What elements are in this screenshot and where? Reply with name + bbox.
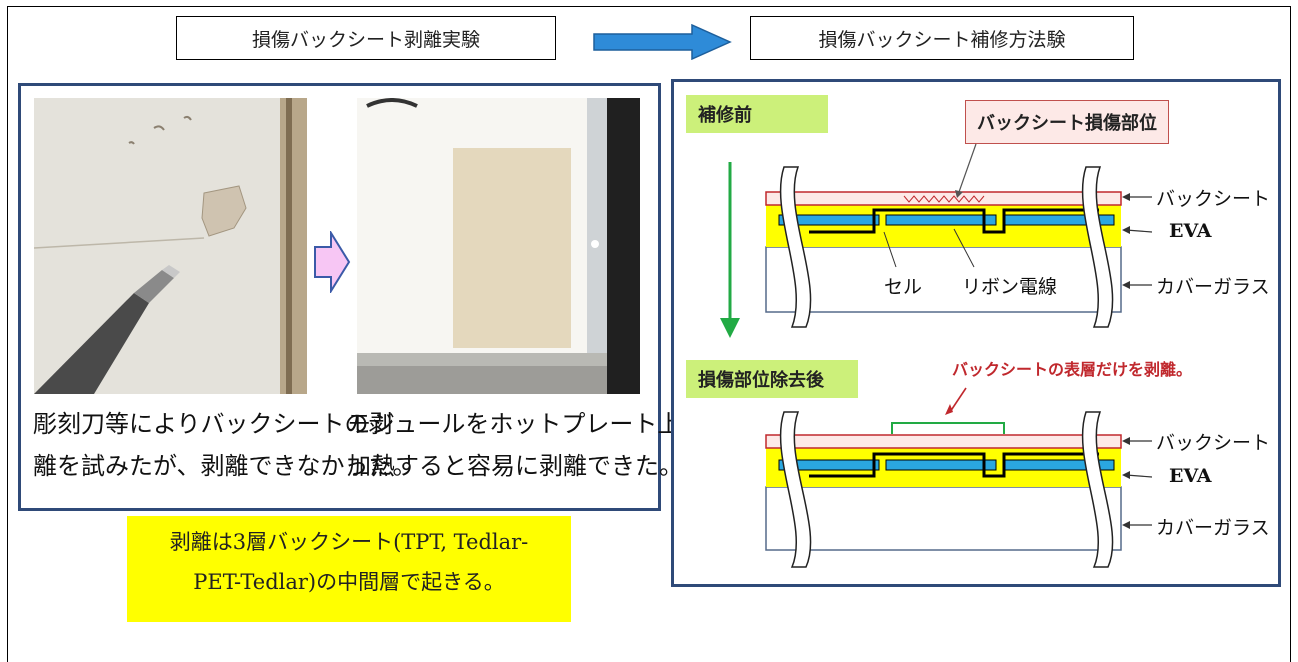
before-repair-label: 補修前 — [686, 95, 828, 133]
cross-section-before — [765, 143, 1153, 328]
outer-frame — [7, 6, 1291, 662]
ribbon-label: リボン電線 — [962, 276, 1058, 298]
delamination-note: 剥離は3層バックシート(TPT, Tedlar- PET-Tedlar)の中間層… — [127, 516, 571, 622]
pink-arrow-icon — [314, 231, 351, 293]
right-title: 損傷バックシート補修方法験 — [750, 16, 1134, 60]
photo-engraving-knife — [34, 98, 307, 394]
repair-method-panel: 補修前 バックシート損傷部位 損傷部位除去後 バックシートの表層だけを剥離。 — [671, 79, 1281, 587]
layer-label-backsheet-top: バックシート — [1156, 188, 1271, 210]
right-arrow-icon — [593, 24, 732, 60]
after-removal-note: バックシートの表層だけを剥離。 — [952, 360, 1193, 379]
note-line2: PET-Tedlar)の中間層で起きる。 — [193, 570, 505, 594]
note-line1: 剥離は3層バックシート(TPT, Tedlar- — [169, 530, 529, 554]
photo-hotplate — [357, 98, 640, 394]
layer-label-eva-bottom: EVA — [1169, 465, 1212, 487]
layer-label-glass-top: カバーガラス — [1156, 276, 1270, 298]
caption-right-line1: モジュールをホットプレート上で — [347, 410, 706, 438]
caption-right-line2: 加熱すると容易に剥離できた。 — [347, 452, 683, 480]
damage-site-label: バックシート損傷部位 — [965, 100, 1169, 144]
layer-label-glass-bottom: カバーガラス — [1156, 517, 1270, 539]
left-experiment-panel: 彫刻刀等によりバックシートの剥 離を試みたが、剥離できなかった。 モジュールをホ… — [18, 83, 705, 511]
layer-label-eva-top: EVA — [1169, 220, 1212, 242]
module-cross-section-diagram — [720, 143, 1153, 568]
left-title: 損傷バックシート剥離実験 — [176, 16, 556, 60]
cell-label: セル — [884, 276, 923, 298]
after-removal-label: 損傷部位除去後 — [686, 360, 858, 398]
layer-label-backsheet-bottom: バックシート — [1156, 432, 1271, 454]
cross-section-after — [765, 387, 1153, 568]
caption-left-line1: 彫刻刀等によりバックシートの剥 — [33, 410, 393, 438]
caption-left-line2: 離を試みたが、剥離できなかった。 — [33, 452, 417, 480]
